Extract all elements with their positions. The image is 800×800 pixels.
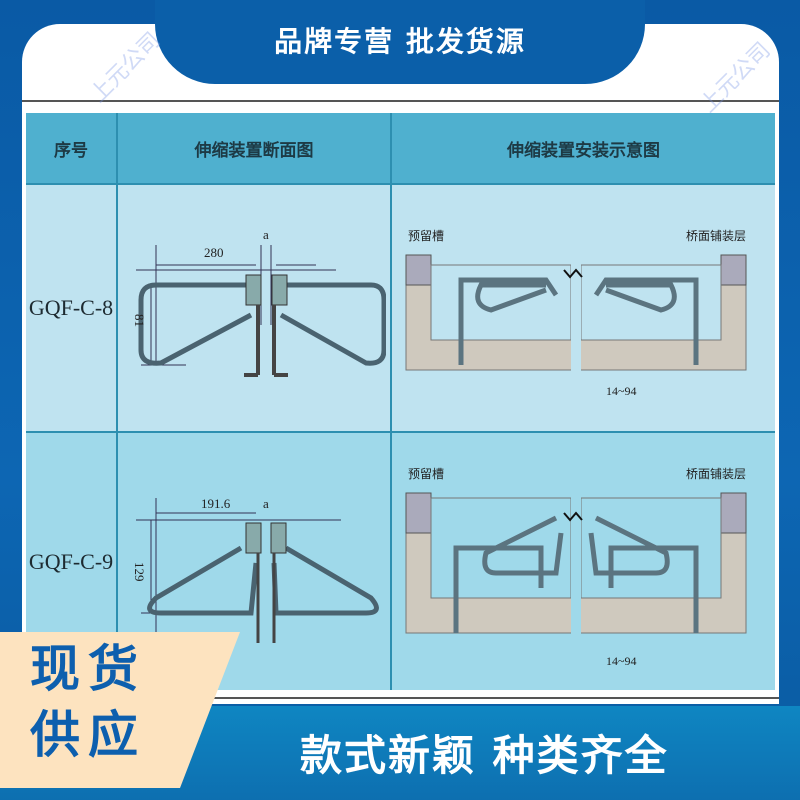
section-diagram-c8: 280 a 81 (132, 227, 386, 377)
svg-text:14~94: 14~94 (606, 654, 637, 668)
top-banner: 品牌专营 批发货源 (155, 0, 645, 84)
header-install-diagram: 伸缩装置安装示意图 (507, 140, 660, 161)
column-divider (116, 113, 118, 690)
badge-line1: 现货 (30, 640, 146, 698)
svg-text:14~94: 14~94 (606, 384, 637, 398)
svg-text:桥面铺装层: 桥面铺装层 (686, 467, 746, 481)
svg-text:预留槽: 预留槽 (408, 229, 444, 243)
svg-text:a: a (263, 496, 269, 511)
table-row: GQF-C-8 280 a 81 (26, 185, 775, 433)
divider-top (22, 100, 779, 102)
svg-text:191.6: 191.6 (201, 496, 231, 511)
install-diagram-c9: 预留槽 桥面铺装层 14~94 (405, 467, 747, 668)
spec-table: 序号 伸缩装置断面图 伸缩装置安装示意图 GQF-C-8 (26, 113, 775, 690)
stock-badge (0, 632, 240, 788)
svg-text:81: 81 (132, 314, 147, 327)
header-index: 序号 (54, 140, 88, 161)
divider-bottom (22, 697, 779, 699)
svg-text:129: 129 (132, 562, 147, 582)
section-diagram-c9: 191.6 a 129 (132, 496, 379, 653)
model-label: GQF-C-9 (28, 548, 114, 574)
svg-text:a: a (263, 227, 269, 242)
model-label: GQF-C-8 (28, 295, 114, 320)
svg-text:预留槽: 预留槽 (408, 467, 444, 481)
column-divider (390, 113, 392, 690)
svg-text:桥面铺装层: 桥面铺装层 (686, 229, 746, 243)
header-section-diagram: 伸缩装置断面图 (194, 140, 314, 161)
table-header-row: 序号 伸缩装置断面图 伸缩装置安装示意图 (26, 113, 775, 185)
install-diagram-c8: 预留槽 桥面铺装层 14~94 (405, 229, 747, 398)
svg-text:280: 280 (204, 245, 224, 260)
top-banner-title: 品牌专营 批发货源 (274, 25, 526, 58)
badge-line2: 供应 (30, 706, 146, 764)
bottom-banner-title: 款式新颖 种类齐全 (300, 731, 669, 780)
